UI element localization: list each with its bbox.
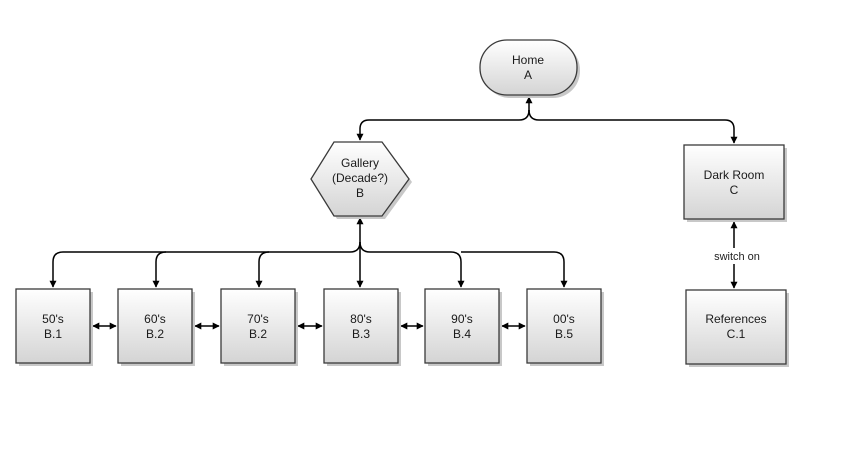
- edge-gallery-to-50s: [49, 241, 361, 288]
- node-decade-id: B.5: [555, 327, 573, 341]
- node-references-shape: [685, 289, 787, 365]
- node-decade-id: B.3: [352, 327, 370, 341]
- edge-gallery-to-00s: [461, 251, 568, 288]
- node-decade-shape: [220, 288, 296, 364]
- node-references-title: References: [705, 312, 766, 326]
- node-dark-room-id: C: [730, 183, 739, 197]
- node-gallery-shape: [310, 141, 410, 217]
- node-decade-80s[interactable]: 80's B.3: [323, 288, 401, 366]
- node-decade-shape: [526, 288, 602, 364]
- node-decade-id: B.2: [146, 327, 164, 341]
- node-decade-60s[interactable]: 60's B.2: [117, 288, 195, 366]
- node-decade-title: 80's: [350, 312, 372, 326]
- node-decade-shape: [117, 288, 193, 364]
- node-decade-title: 60's: [144, 312, 166, 326]
- edge-label-switch-on: switch on: [714, 251, 760, 263]
- edge-gallery-to-60s: [152, 251, 167, 288]
- node-decade-shape: [323, 288, 399, 364]
- node-home-shape: [479, 39, 578, 96]
- node-decade-title: 50's: [42, 312, 64, 326]
- node-gallery-subtitle: (Decade?): [332, 171, 388, 185]
- node-decade-id: B.2: [249, 327, 267, 341]
- node-decade-50s[interactable]: 50's B.1: [15, 288, 93, 366]
- node-gallery[interactable]: Gallery (Decade?) B: [310, 141, 412, 219]
- node-decade-title: 70's: [247, 312, 269, 326]
- node-home-title: Home: [512, 53, 544, 67]
- node-dark-room-shape: [683, 144, 785, 220]
- node-decade-00s[interactable]: 00's B.5: [526, 288, 604, 366]
- node-gallery-id: B: [356, 186, 364, 200]
- edges: [49, 96, 738, 330]
- edge-home-darkroom: [528, 109, 738, 144]
- node-references-id: C.1: [727, 327, 746, 341]
- node-dark-room-title: Dark Room: [704, 168, 765, 182]
- node-decade-70s[interactable]: 70's B.2: [220, 288, 298, 366]
- node-decade-id: B.1: [44, 327, 62, 341]
- node-decade-shape: [424, 288, 500, 364]
- node-references[interactable]: References C.1: [685, 289, 789, 367]
- node-decade-shape: [15, 288, 91, 364]
- edge-home-gallery: [356, 109, 530, 141]
- node-dark-room[interactable]: Dark Room C: [683, 144, 787, 222]
- edge-gallery-to-70s: [255, 251, 270, 288]
- node-decade-90s[interactable]: 90's B.4: [424, 288, 502, 366]
- edge-label-backing: [706, 248, 764, 264]
- node-gallery-title: Gallery: [341, 156, 379, 170]
- node-home[interactable]: Home A: [479, 39, 580, 98]
- node-decade-id: B.4: [453, 327, 471, 341]
- node-decade-title: 90's: [451, 312, 473, 326]
- edge-gallery-to-90s: [359, 241, 465, 288]
- node-home-id: A: [524, 68, 532, 82]
- node-decade-title: 00's: [553, 312, 575, 326]
